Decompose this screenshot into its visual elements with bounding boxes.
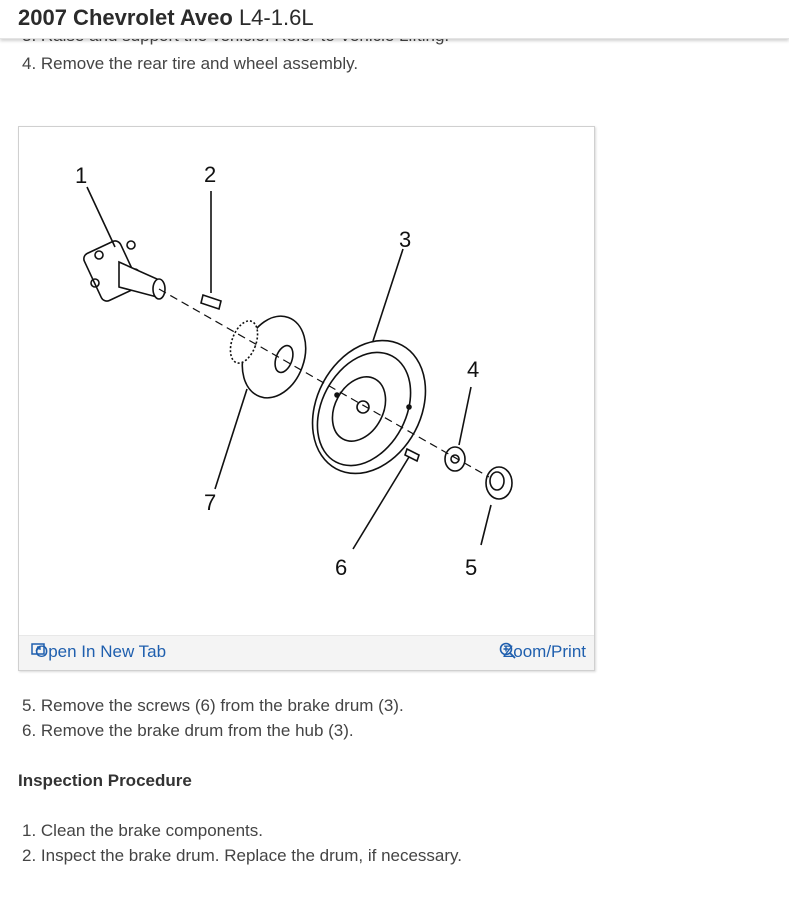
zoom-print-button[interactable]: Zoom/Print xyxy=(499,642,586,662)
diagram-figure: 1 2 3 4 5 6 7 Open In New Tab Zoom/Print xyxy=(18,126,595,671)
callout-labels: 1 2 3 4 5 6 7 xyxy=(75,162,479,580)
callout-2: 2 xyxy=(204,162,216,187)
page-title: 2007 Chevrolet Aveo L4-1.6L xyxy=(18,5,314,31)
inspection-step: 1. Clean the brake components. xyxy=(22,821,263,840)
hub-part xyxy=(83,240,166,302)
open-in-new-tab-label: Open In New Tab xyxy=(35,642,167,661)
brake-drum-diagram: 1 2 3 4 5 6 7 xyxy=(75,162,513,580)
callout-4: 4 xyxy=(467,357,479,382)
zoom-print-label: Zoom/Print xyxy=(502,642,586,661)
vehicle-name: 2007 Chevrolet Aveo xyxy=(18,5,233,30)
callout-3: 3 xyxy=(399,227,411,252)
figure-toolbar: Open In New Tab Zoom/Print xyxy=(19,635,594,670)
engine-name: L4-1.6L xyxy=(238,5,314,30)
callout-7: 7 xyxy=(204,490,216,515)
callout-6: 6 xyxy=(335,555,347,580)
inspection-step: 2. Inspect the brake drum. Replace the d… xyxy=(22,846,463,865)
inspection-heading: Inspection Procedure xyxy=(18,771,192,790)
callout-1: 1 xyxy=(75,163,87,188)
open-in-new-tab-button[interactable]: Open In New Tab xyxy=(31,642,166,662)
procedure-step: 6. Remove the brake drum from the hub (3… xyxy=(22,721,354,740)
callout-5: 5 xyxy=(465,555,477,580)
page-header: 2007 Chevrolet Aveo L4-1.6L xyxy=(0,0,789,39)
procedure-step: 5. Remove the screws (6) from the brake … xyxy=(22,696,404,715)
procedure-step: 4. Remove the rear tire and wheel assemb… xyxy=(22,54,359,73)
